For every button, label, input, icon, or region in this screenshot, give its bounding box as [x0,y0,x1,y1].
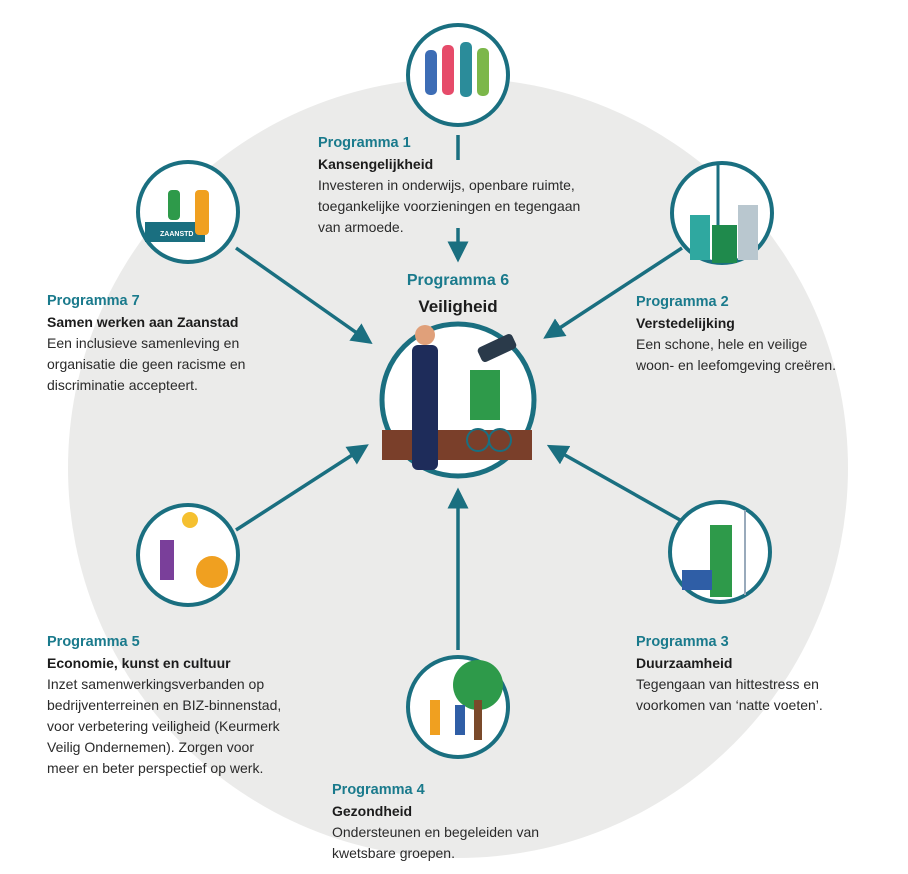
program-4-block: Programma 4 Gezondheid Ondersteunen en b… [332,780,539,864]
description-line: toegankelijke voorzieningen en tegengaan [318,198,581,214]
description-line: Investeren in onderwijs, openbare ruimte… [318,177,575,193]
description-line: Tegengaan van hittestress en [636,676,819,692]
program-2-block: Programma 2 Verstedelijking Een schone, … [636,292,836,376]
program-label: Programma 7 [47,293,140,309]
description-line: meer en beter perspectief op werk. [47,760,264,776]
arrow-p7 [234,246,373,345]
people-tree-icon [406,655,510,759]
program-title: Kansengelijkheid [318,156,434,172]
description-line: Veilig Ondernemen). Zorgen voor [47,739,254,755]
description-line: voor verbetering veiligheid (Keurmerk [47,718,280,734]
description-line: Een inclusieve samenleving en [47,335,240,351]
program-label: Programma 2 [636,294,729,310]
svg-text:ZAANSTD: ZAANSTD [160,231,193,238]
police-officer-camera-icon [379,321,537,479]
program-label: Programma 5 [47,634,140,650]
program-3-block: Programma 3 Duurzaamheid Tegengaan van h… [636,632,823,716]
program-title: Verstedelijking [636,315,735,331]
description-line: voorkomen van ‘natte voeten’. [636,697,823,713]
arrow-p3 [546,444,681,522]
program-1-block: Programma 1 Kansengelijkheid Investeren … [318,133,580,238]
center-program-label: Programma 6 [406,272,510,289]
program-title: Duurzaamheid [636,655,733,671]
program-title: Economie, kunst en cultuur [47,655,231,671]
description-line: organisatie die geen racisme en [47,356,246,372]
city-construction-icon [670,161,774,265]
description-line: Inzet samenwerkingsverbanden op [47,676,265,692]
program-title: Gezondheid [332,803,413,819]
program-label: Programma 4 [332,782,425,798]
family-group-icon [406,23,510,127]
center-program-title: Veiligheid [418,297,498,316]
saxophone-euro-icon [136,503,240,607]
program-5-block: Programma 5 Economie, kunst en cultuur I… [47,632,281,779]
description-line: kwetsbare groepen. [332,845,455,861]
program-7-block: Programma 7 Samen werken aan Zaanstad Ee… [47,291,245,396]
description-line: bedrijventerreinen en BIZ-binnenstad, [47,697,282,713]
description-line: woon- en leefomgeving creëren. [636,357,837,373]
description-line: discriminatie accepteert. [47,377,198,393]
description-line: van armoede. [318,219,404,235]
program-title: Samen werken aan Zaanstad [47,314,239,330]
description-line: Een schone, hele en veilige [636,336,808,352]
zaanstad-desk-icon: ZAANSTD [136,160,240,264]
arrow-p2 [543,246,683,339]
description-line: Ondersteunen en begeleiden van [332,824,540,840]
program-label: Programma 3 [636,634,729,650]
solar-wind-icon [668,500,772,604]
arrow-p5 [235,444,369,532]
program-label: Programma 1 [318,135,411,151]
